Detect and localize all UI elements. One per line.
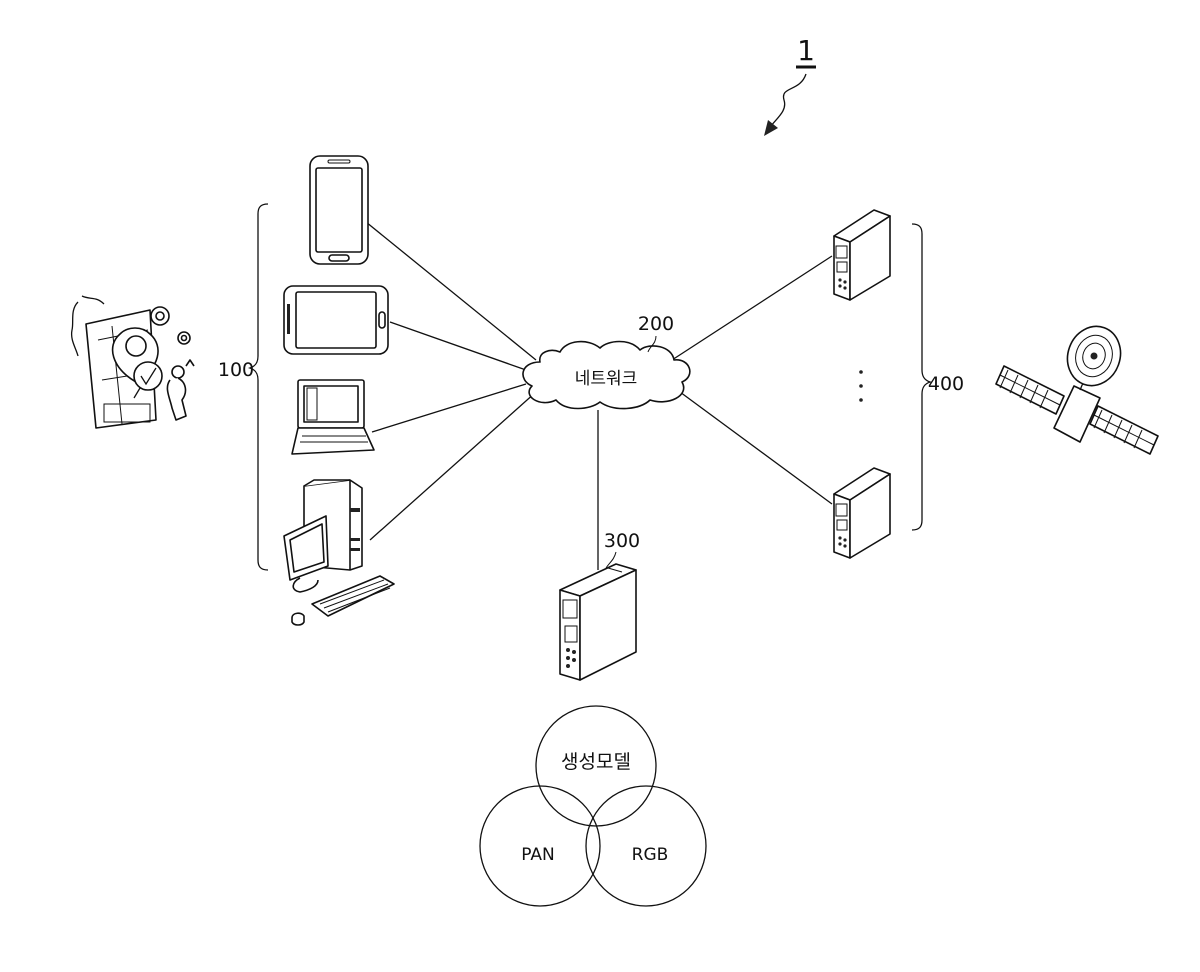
main-server-icon: [560, 564, 636, 680]
network-label: 네트워크: [575, 369, 638, 389]
venn-diagram: 생성모델 PAN RGB: [480, 706, 706, 906]
smartphone-icon: [310, 156, 368, 264]
desktop-pc-icon: [284, 480, 394, 625]
server-bottom-icon: [834, 468, 890, 558]
system-ref-arrowhead: [764, 120, 778, 136]
satellite-icon: [996, 319, 1158, 454]
venn-label-generative-model: 생성모델: [561, 751, 631, 773]
tablet-icon: [284, 286, 388, 354]
venn-label-rgb: RGB: [632, 845, 669, 865]
venn-label-pan: PAN: [521, 845, 555, 865]
main-server-ref-label: 300: [604, 530, 640, 552]
network-cloud: 네트워크: [523, 342, 690, 409]
servers-ref-label: 400: [928, 373, 964, 395]
location-search-illustration: [72, 296, 194, 428]
system-ref-arrow: [768, 74, 806, 130]
server-top-icon: [834, 210, 890, 300]
laptop-icon: [292, 380, 374, 454]
terminals-ref-label: 100: [218, 359, 254, 381]
network-ref-label: 200: [638, 313, 674, 335]
ellipsis-dots: [859, 370, 863, 402]
system-ref-label: 1: [797, 34, 815, 67]
terminals-bracket: [250, 204, 268, 570]
